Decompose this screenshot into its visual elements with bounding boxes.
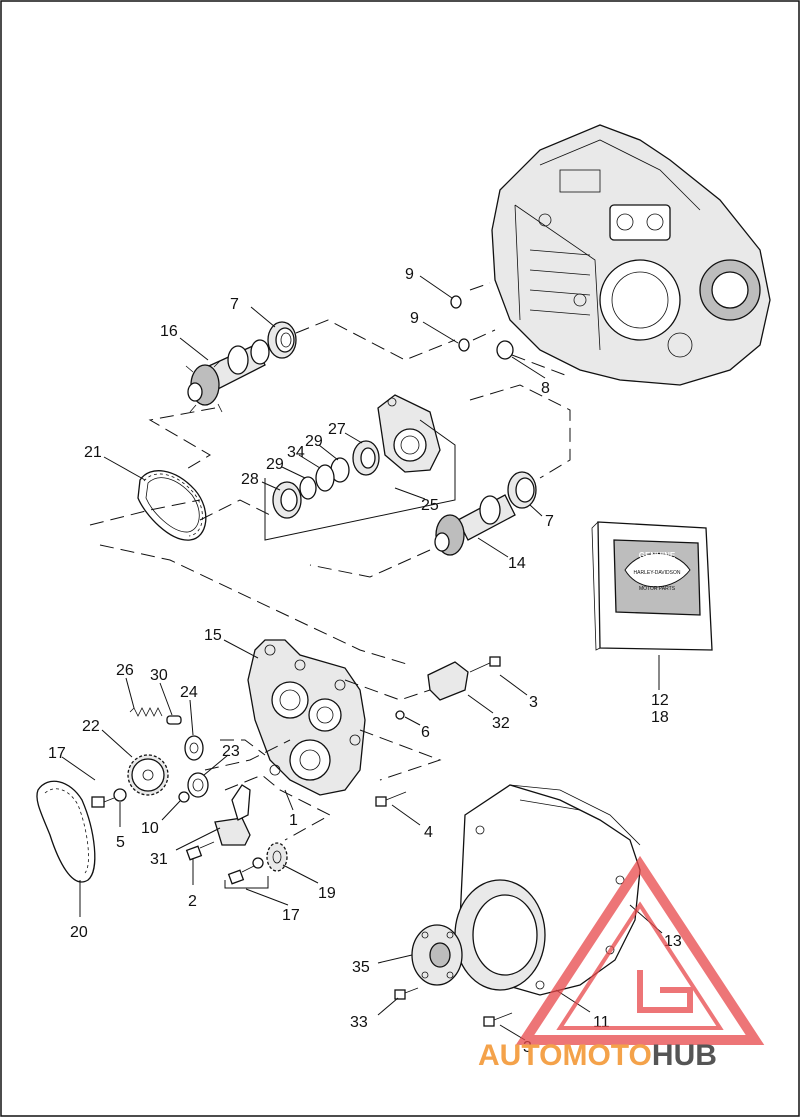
crankcase xyxy=(491,124,771,386)
callout-29-lower: 29 xyxy=(266,456,284,473)
spring-26 xyxy=(129,707,163,717)
ring-33 xyxy=(315,464,335,492)
pin-30 xyxy=(166,715,182,725)
callout-24: 24 xyxy=(180,684,198,701)
group-17-bracket xyxy=(224,876,269,889)
watermark-moto: MOTO xyxy=(562,1039,651,1072)
bolt-34 xyxy=(394,987,419,1000)
bolt-3-upper xyxy=(469,656,501,673)
bearing-28 xyxy=(272,481,302,519)
callout-11: 12 xyxy=(651,692,669,709)
callout-31: 31 xyxy=(150,851,168,868)
callout-17-right: 17 xyxy=(282,907,300,924)
callout-9-upper: 9 xyxy=(405,266,414,283)
callout-7-upper: 7 xyxy=(230,296,239,313)
callout-8: 8 xyxy=(541,380,550,397)
callout-25: 25 xyxy=(421,497,439,514)
callout-23: 23 xyxy=(222,743,240,760)
callout-13: 15 xyxy=(204,627,222,644)
watermark-logo xyxy=(515,855,765,1045)
badge-line2: HARLEY-DAVIDSON xyxy=(634,570,681,576)
cam-support-plate-13 xyxy=(247,639,366,796)
callout-labels: 9 9 8 7 16 21 27 29 34 29 28 25 7 14 12 … xyxy=(48,266,682,1056)
washer-5 xyxy=(113,788,127,802)
callout-18: 18 xyxy=(651,709,669,726)
callout-2: 2 xyxy=(188,893,197,910)
plate-35 xyxy=(411,924,463,986)
badge-line1: GENUINE xyxy=(639,551,676,560)
ring-29-left xyxy=(299,476,317,500)
watermark-hub: HUB xyxy=(652,1039,717,1072)
callout-6: 6 xyxy=(421,724,430,741)
bolt-3-lower xyxy=(483,1012,513,1027)
cam-cover-12 xyxy=(454,784,641,996)
o-ring-9-lower xyxy=(458,338,470,352)
sprocket-19 xyxy=(266,842,288,872)
tensioner-31 xyxy=(214,784,251,846)
bearing-7-lower xyxy=(507,471,537,509)
o-ring-9-upper xyxy=(450,295,462,309)
primary-cam-chain xyxy=(36,780,96,883)
callout-15: 14 xyxy=(508,555,526,572)
callout-30: 30 xyxy=(150,667,168,684)
genuine-parts-kit-box: GENUINE HARLEY-DAVIDSON MOTOR PARTS xyxy=(591,521,713,651)
assembly-dash-lines xyxy=(89,282,571,841)
rear-camshaft xyxy=(185,339,270,413)
callout-26: 26 xyxy=(116,662,134,679)
callout-34: 33 xyxy=(350,1014,368,1031)
chain-guide-32 xyxy=(427,661,469,701)
cam-support-plate xyxy=(377,394,441,473)
bolt-2 xyxy=(185,841,215,861)
bolt-17 xyxy=(227,865,255,885)
callout-9-lower: 9 xyxy=(410,310,419,327)
badge-line3: MOTOR PARTS xyxy=(639,586,676,592)
washer-24 xyxy=(184,735,204,761)
callout-17-left: 17 xyxy=(48,745,66,762)
callout-10: 10 xyxy=(141,820,159,837)
group-25-bracket xyxy=(264,419,456,541)
callout-3-lower: 3 xyxy=(523,1039,532,1056)
watermark-auto: AUTO xyxy=(478,1039,562,1072)
callout-5: 5 xyxy=(116,834,125,851)
callout-3-upper: 3 xyxy=(529,694,538,711)
callout-27: 27 xyxy=(328,421,346,438)
leader-lines xyxy=(61,275,663,1041)
callout-35: 35 xyxy=(352,959,370,976)
sprocket-22 xyxy=(127,754,169,796)
o-ring-8 xyxy=(496,340,514,360)
callout-33: 34 xyxy=(287,444,305,461)
callout-32: 32 xyxy=(492,715,510,732)
callout-29-upper: 29 xyxy=(305,433,323,450)
bearing-7-upper xyxy=(267,321,297,359)
washer-23 xyxy=(187,772,209,798)
callout-1: 1 xyxy=(289,812,298,829)
callout-19: 19 xyxy=(318,885,336,902)
watermark-text: AUTOMOTOHUB xyxy=(478,1039,717,1072)
callout-16: 16 xyxy=(160,323,178,340)
callout-20: 20 xyxy=(70,924,88,941)
washer-17 xyxy=(252,857,264,869)
callout-22: 22 xyxy=(82,718,100,735)
callout-21: 21 xyxy=(84,444,102,461)
bearing-27 xyxy=(352,440,380,476)
front-camshaft xyxy=(434,494,516,556)
bolt-4 xyxy=(375,791,407,807)
bolt-5 xyxy=(91,796,115,808)
callout-4: 4 xyxy=(424,824,433,841)
ring-10 xyxy=(178,791,190,803)
callout-7-lower: 7 xyxy=(545,513,554,530)
dowel-6 xyxy=(395,710,405,720)
callout-28: 28 xyxy=(241,471,259,488)
